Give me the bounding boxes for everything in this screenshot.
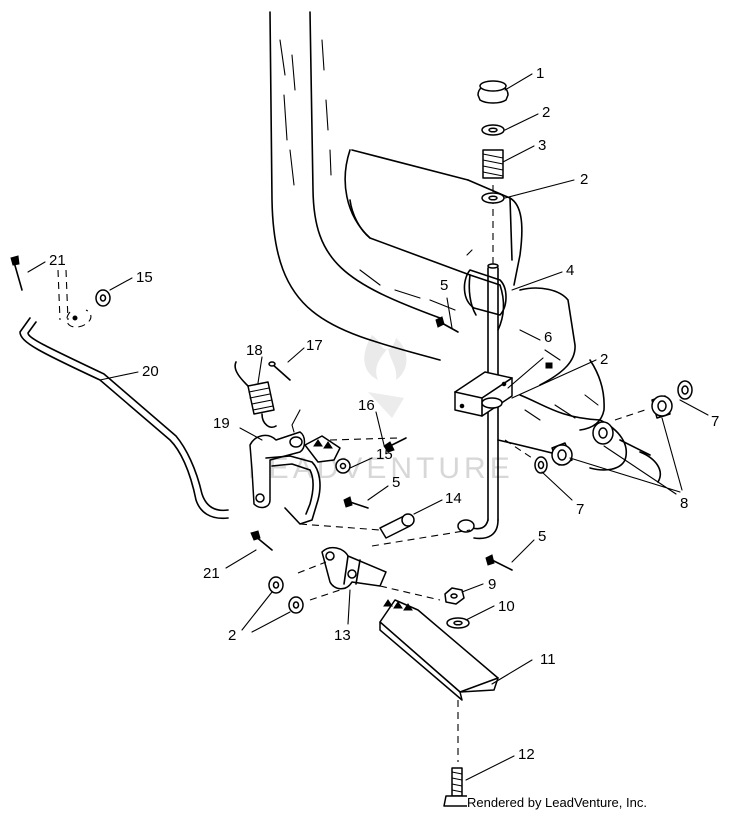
bracket-part	[321, 546, 387, 590]
callout-2: 2	[228, 627, 236, 644]
pedal-pad	[304, 435, 341, 463]
washer-part	[288, 596, 304, 614]
callout-7: 7	[711, 413, 719, 430]
callout-21: 21	[49, 252, 66, 269]
rendered-by-credit: Rendered by LeadVenture, Inc.	[467, 795, 647, 810]
pin-part	[379, 513, 415, 539]
callout-19: 19	[213, 415, 230, 432]
callout-labels: 1 2 3 2 4 5 6 2 21 15 20 18 17 16 19 15 …	[49, 65, 719, 763]
bolt-part	[383, 437, 407, 453]
bolt-part	[485, 554, 513, 571]
alignment-line	[329, 437, 399, 441]
alignment-line	[299, 523, 381, 531]
alignment-line	[379, 585, 441, 601]
washer-part	[534, 456, 548, 474]
alignment-line	[297, 561, 327, 574]
washer-part	[481, 124, 505, 136]
callout-6: 6	[544, 329, 552, 346]
callout-3: 3	[538, 137, 546, 154]
cotter-pin-part	[250, 530, 273, 551]
callout-1: 1	[536, 65, 544, 82]
screw-part	[545, 362, 553, 369]
frame-panel	[269, 11, 662, 483]
callout-2: 2	[542, 104, 550, 121]
callout-16: 16	[358, 397, 375, 414]
callout-14: 14	[445, 490, 462, 507]
callout-5: 5	[392, 474, 400, 491]
callout-15: 15	[376, 446, 393, 463]
spring-hook	[291, 409, 301, 433]
washer-part	[268, 576, 284, 594]
pin-part	[268, 361, 291, 381]
spring-part	[482, 149, 504, 179]
cap-part	[477, 80, 509, 104]
washer-part	[677, 380, 693, 400]
leader-lines	[27, 73, 709, 781]
alignment-line	[371, 529, 471, 547]
bracket-part	[454, 371, 513, 417]
callout-10: 10	[498, 598, 515, 615]
callout-20: 20	[142, 363, 159, 380]
bushing-part	[592, 421, 614, 445]
callout-8: 8	[680, 495, 688, 512]
washer-part	[446, 617, 470, 629]
callout-5: 5	[538, 528, 546, 545]
panel-slot	[463, 269, 507, 316]
callout-21: 21	[203, 565, 220, 582]
callout-2: 2	[580, 171, 588, 188]
callout-4: 4	[566, 262, 574, 279]
callout-12: 12	[518, 746, 535, 763]
callout-18: 18	[246, 342, 263, 359]
watermark-text: LEADVENTURE	[248, 452, 514, 485]
bushing-part	[551, 442, 573, 466]
callout-11: 11	[540, 651, 556, 668]
alignment-line	[614, 409, 646, 421]
bushing-part	[651, 395, 673, 419]
pedal-lever	[249, 431, 321, 525]
callout-17: 17	[306, 337, 323, 354]
callout-7: 7	[576, 501, 584, 518]
callout-5: 5	[440, 277, 448, 294]
washer-part	[335, 458, 351, 474]
bolt-part	[435, 316, 459, 333]
cotter-pin-part	[10, 255, 23, 291]
callout-13: 13	[334, 627, 351, 644]
washer-part	[481, 192, 505, 204]
bolt-part	[343, 496, 369, 509]
washer-part	[95, 289, 111, 307]
callout-15: 15	[136, 269, 153, 286]
spring-part	[234, 361, 277, 429]
watermark-logo	[364, 335, 407, 418]
alignment-line	[504, 439, 536, 461]
alignment-line	[309, 587, 347, 601]
callout-2: 2	[600, 351, 608, 368]
nut-part	[444, 587, 465, 605]
pedal-plate	[379, 599, 499, 701]
callout-9: 9	[488, 576, 496, 593]
linkage-rod	[19, 269, 229, 520]
